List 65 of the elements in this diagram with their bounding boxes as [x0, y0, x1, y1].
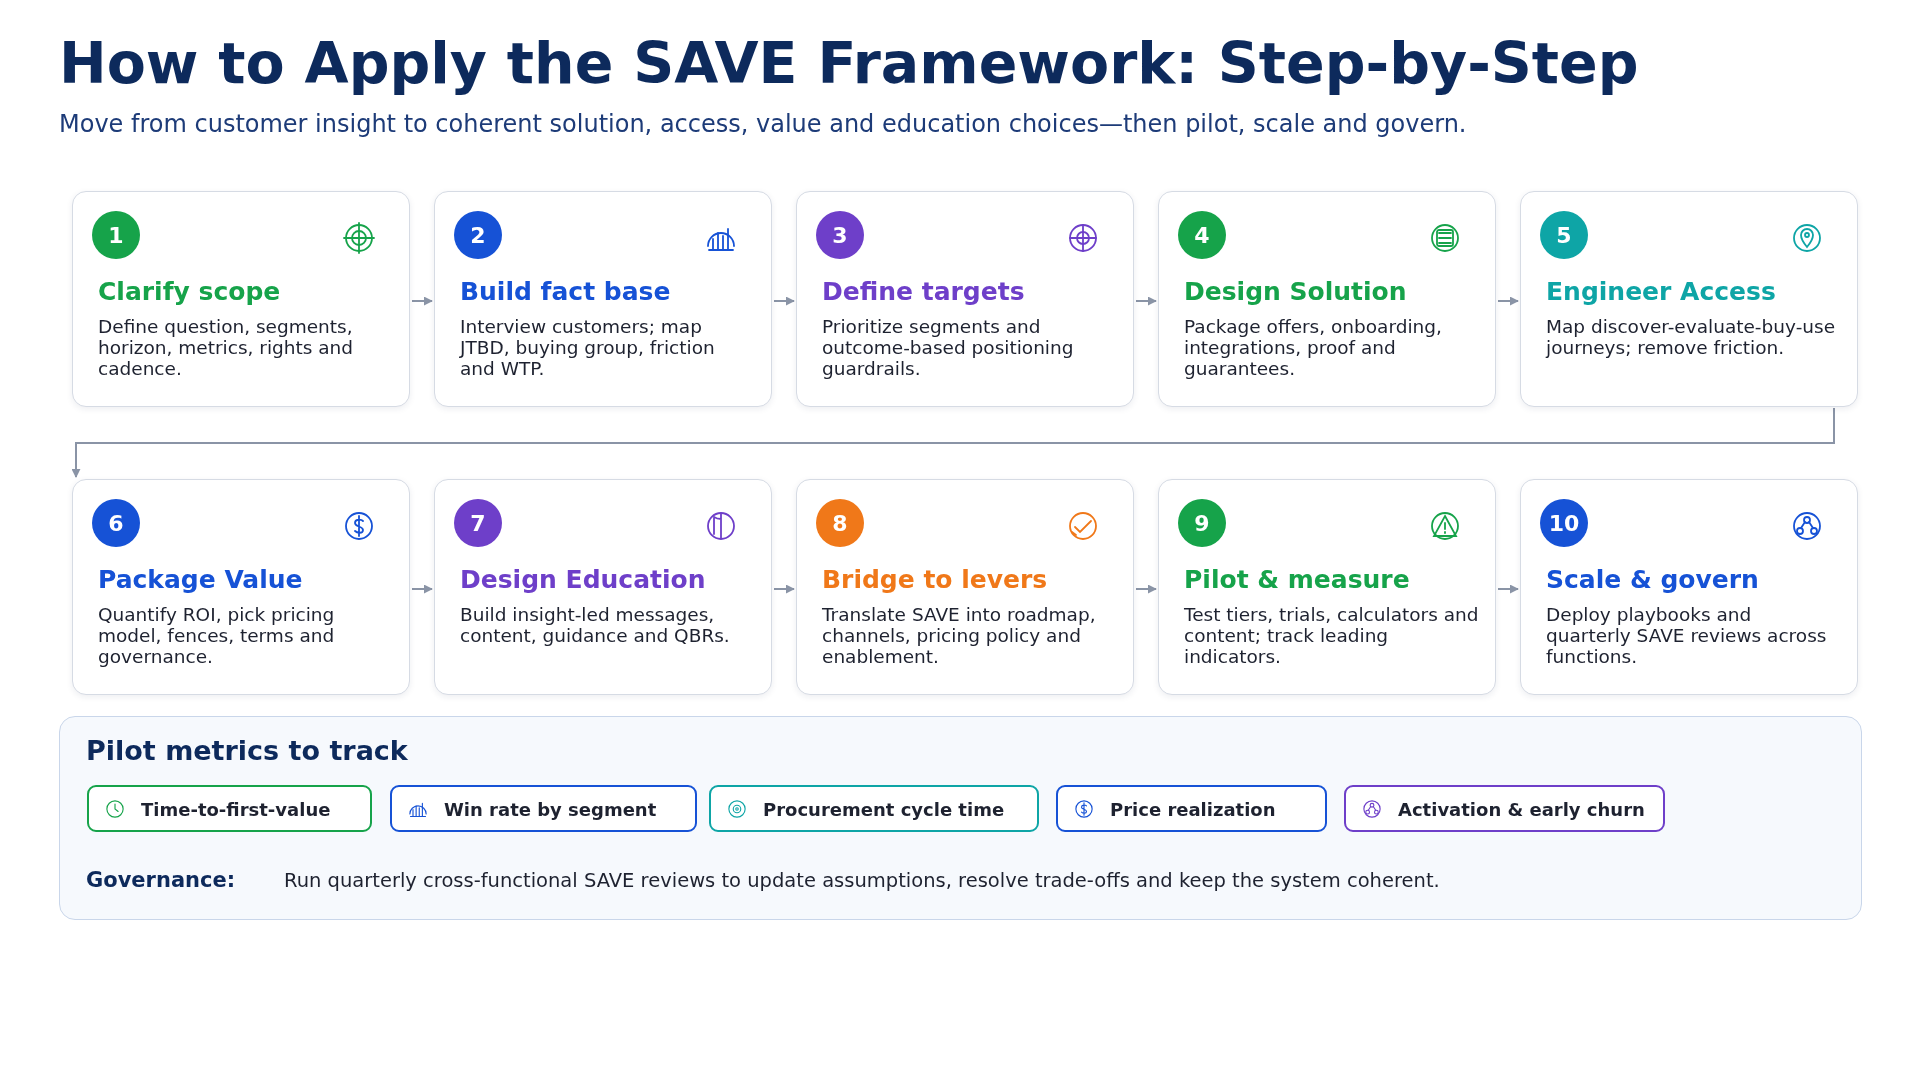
step-title: Bridge to levers: [822, 565, 1048, 594]
metric-label: Time-to-first-value: [141, 799, 331, 820]
step-number: 3: [816, 211, 864, 259]
step-description: Prioritize segments and outcome-based positioning guardrails.: [822, 316, 1075, 379]
arrow: [411, 584, 433, 594]
step-number: 7: [454, 499, 502, 547]
step-title: Package Value: [98, 565, 303, 594]
step-description: Map discover-evaluate-buy-use journeys; remove friction.: [1546, 316, 1837, 358]
step-number: 10: [1540, 499, 1588, 547]
step-card: [1158, 191, 1496, 407]
arrow: [1497, 296, 1519, 306]
step-card: [1520, 191, 1858, 407]
governance-label: Governance:: [86, 868, 236, 892]
step-title: Define targets: [822, 277, 1025, 306]
step-description: Package offers, onboarding, integrations, proof and guarantees.: [1184, 316, 1443, 379]
step-number: 8: [816, 499, 864, 547]
arrow: [411, 296, 433, 306]
metric-tag: [87, 785, 372, 832]
step-title: Design Education: [460, 565, 706, 594]
step-description: Deploy playbooks and quarterly SAVE reviews across functions.: [1546, 604, 1828, 667]
metric-tag: [709, 785, 1039, 832]
step-description: Interview customers; map JTBD, buying group, friction and WTP.: [460, 316, 716, 379]
arrow: [773, 584, 795, 594]
step-title: Design Solution: [1184, 277, 1407, 306]
page-title: How to Apply the SAVE Framework: Step-by-Step: [59, 30, 1639, 96]
step-card: [72, 191, 410, 407]
step-number: 2: [454, 211, 502, 259]
step-description: Build insight-led messages, content, guidance and QBRs.: [460, 604, 731, 646]
step-title: Pilot & measure: [1184, 565, 1410, 594]
step-title: Scale & govern: [1546, 565, 1759, 594]
metric-label: Procurement cycle time: [763, 799, 1005, 820]
subtitle: Move from customer insight to coherent solution, access, value and education choices—then pilot, scale and govern.: [59, 110, 1467, 138]
arrow: [71, 407, 1835, 478]
step-card: [434, 191, 772, 407]
step-description: Define question, segments, horizon, metrics, rights and cadence.: [98, 316, 355, 379]
step-title: Clarify scope: [98, 277, 281, 306]
metric-tag: [390, 785, 697, 832]
metric-label: Win rate by segment: [444, 799, 657, 820]
step-description: Quantify ROI, pick pricing model, fences, terms and governance.: [98, 604, 336, 667]
metrics-panel: [59, 716, 1862, 920]
metric-tag: [1344, 785, 1665, 832]
arrow: [1135, 296, 1157, 306]
step-title: Engineer Access: [1546, 277, 1776, 306]
metric-label: Activation & early churn: [1398, 799, 1645, 820]
arrow: [1497, 584, 1519, 594]
arrow: [773, 296, 795, 306]
step-number: 9: [1178, 499, 1226, 547]
step-description: Test tiers, trials, calculators and content; track leading indicators.: [1184, 604, 1479, 667]
step-number: 1: [92, 211, 140, 259]
step-number: 5: [1540, 211, 1588, 259]
step-card: [1158, 479, 1496, 695]
step-description: Translate SAVE into roadmap, channels, pricing policy and enablement.: [822, 604, 1097, 667]
governance-text: Run quarterly cross-functional SAVE reviews to update assumptions, resolve trade-offs and keep the system coherent.: [284, 869, 1440, 892]
step-number: 6: [92, 499, 140, 547]
step-card: [72, 479, 410, 695]
metric-label: Price realization: [1110, 799, 1276, 820]
step-card: [1520, 479, 1858, 695]
step-card: [796, 191, 1134, 407]
metric-tag: [1056, 785, 1327, 832]
panel-heading: Pilot metrics to track: [86, 735, 408, 766]
step-card: [434, 479, 772, 695]
step-card: [796, 479, 1134, 695]
step-number: 4: [1178, 211, 1226, 259]
step-title: Build fact base: [460, 277, 671, 306]
arrow: [1135, 584, 1157, 594]
